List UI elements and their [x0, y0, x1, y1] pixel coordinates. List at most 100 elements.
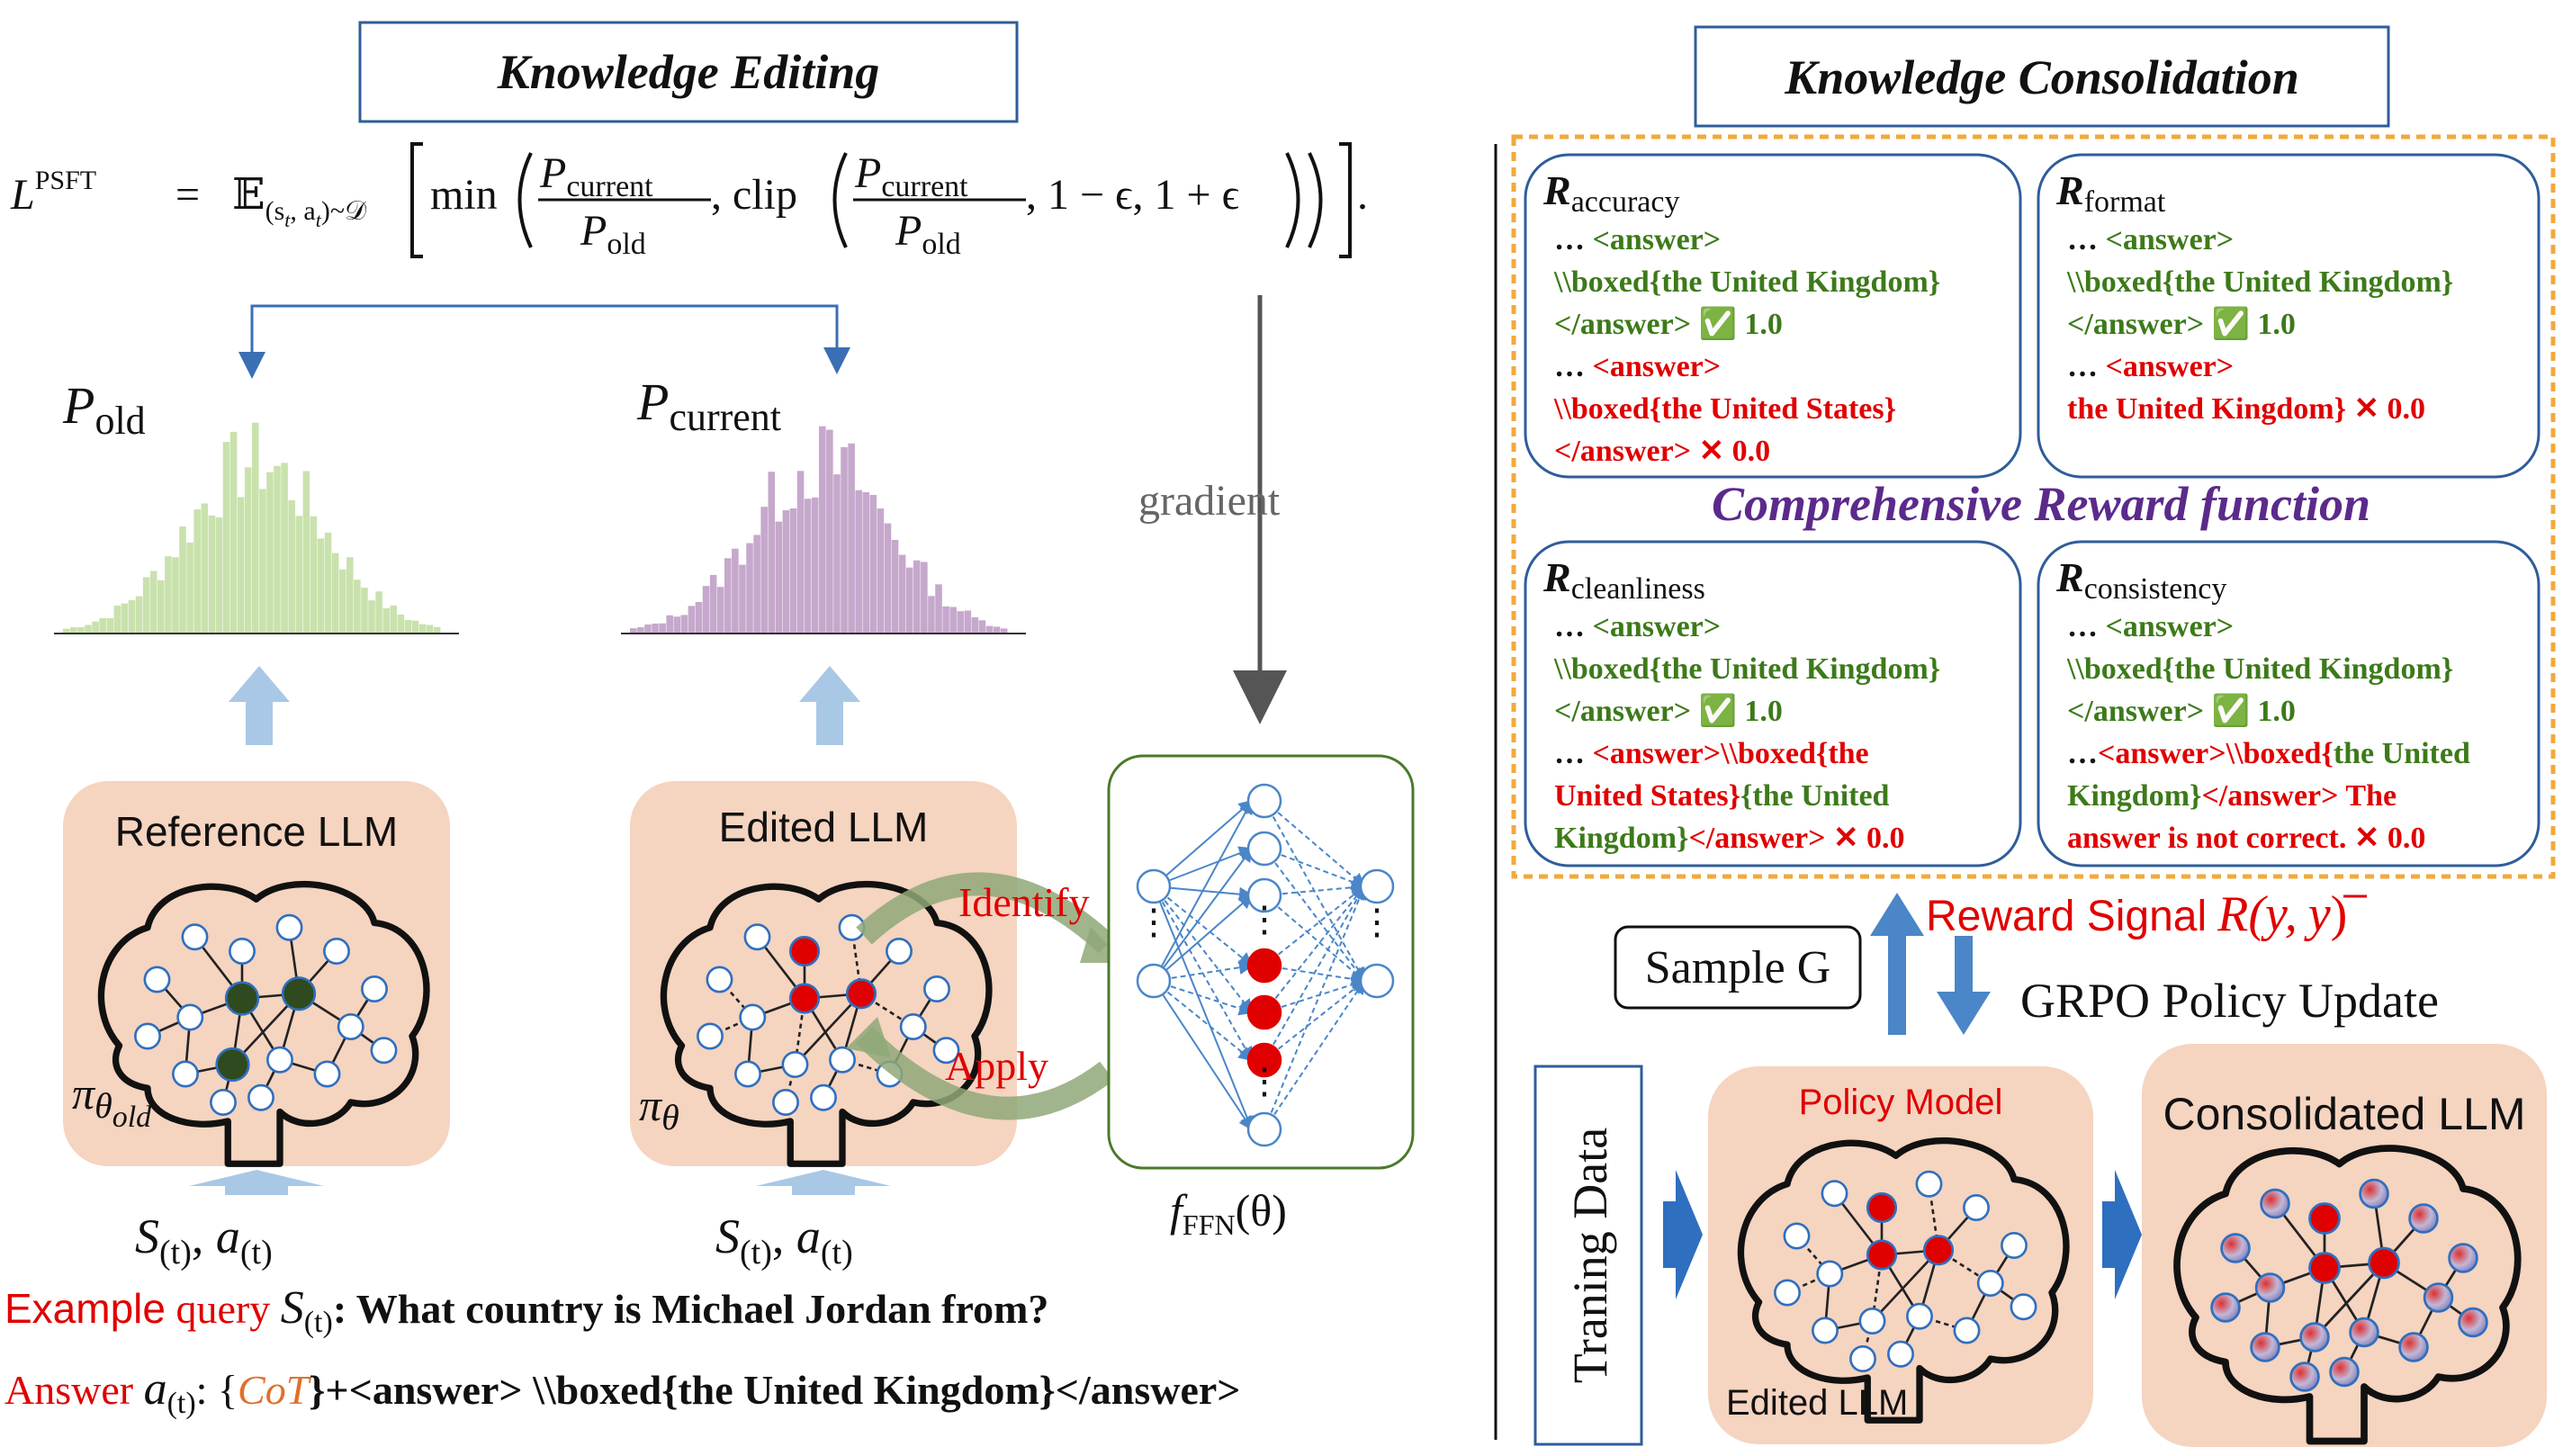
histogram-bar — [346, 557, 354, 633]
histogram-bar — [324, 532, 332, 633]
reward-box-line: </answer> ✅ 1.0 — [2067, 693, 2296, 728]
p-current-histogram — [630, 426, 1008, 633]
reward-box-title: Rconsistency — [2055, 554, 2226, 606]
brain-node — [739, 1003, 767, 1031]
policy-edited-llm-label: Edited LLM — [1726, 1383, 1908, 1423]
reward-box-line: … <answer> — [2067, 350, 2234, 383]
policy-brain-icon — [1737, 1137, 2070, 1424]
brain-node — [176, 1003, 204, 1031]
histogram-bar — [732, 548, 739, 633]
histogram-bar — [877, 508, 885, 633]
svg-text:, clip: , clip — [711, 171, 797, 219]
brain-node — [215, 1047, 250, 1083]
histogram-bar — [63, 628, 70, 633]
histogram-bar — [760, 507, 768, 633]
consolidated-llm-panel — [2142, 1044, 2547, 1447]
histogram-bar — [85, 625, 92, 633]
histogram-bar — [70, 627, 77, 633]
edited-brain-icon — [660, 880, 993, 1167]
brain-node — [2001, 1232, 2028, 1259]
apply-label: Apply — [945, 1043, 1048, 1089]
gradient-label: gradient — [1138, 477, 1281, 525]
histogram-bar — [252, 422, 259, 633]
training-data-box — [1533, 1065, 1643, 1446]
histogram-bar — [338, 569, 346, 633]
p-old-label: Pold — [62, 376, 146, 443]
brain-node — [2458, 1307, 2488, 1338]
brain-node — [361, 975, 388, 1002]
histogram-bar — [281, 463, 288, 633]
brain-node — [1963, 1194, 1990, 1221]
brain-node — [845, 978, 877, 1010]
brain-node — [143, 966, 171, 993]
reward-box-title: Rformat — [2055, 167, 2166, 219]
histogram-bar — [666, 615, 673, 633]
brain-node — [2423, 1282, 2454, 1313]
reward-box-line: … <answer> — [2067, 223, 2234, 256]
histogram-bar — [222, 442, 230, 633]
brain-node — [2329, 1356, 2360, 1388]
histogram-bar — [739, 564, 746, 633]
ffn-edited-node — [1246, 994, 1282, 1030]
histogram-bar — [121, 603, 129, 633]
histogram-bar — [993, 626, 1001, 633]
pi-label: πθ — [639, 1080, 679, 1137]
histogram-bar — [709, 574, 717, 633]
histogram-bar — [317, 538, 325, 633]
brain-node — [2299, 1322, 2330, 1353]
histogram-bar — [978, 620, 986, 633]
reward-box-line: </answer> ✅ 1.0 — [1554, 693, 1783, 728]
brain-node — [1953, 1317, 1981, 1344]
training-data-label: Traning Data — [1563, 1128, 1617, 1384]
brain-node — [275, 913, 303, 941]
reward-box-format: Rformat … <answer> \\boxed{the United King… — [2037, 153, 2541, 479]
reward-function-title: Comprehensive Reward function — [1712, 477, 2370, 531]
brain-node — [899, 1013, 927, 1040]
histogram-bar — [789, 508, 797, 633]
svg-text:⋮: ⋮ — [1246, 1061, 1282, 1101]
histogram-bar — [404, 620, 412, 633]
reward-box-line: … <answer> — [1554, 610, 1721, 643]
svg-text:, 1 − ϵ, 1 + ϵ: , 1 − ϵ, 1 + ϵ — [1026, 171, 1239, 219]
histogram-bar — [331, 553, 339, 633]
example-query: Example query S(t): What country is Mich… — [4, 1282, 1048, 1339]
brain-node — [2250, 1332, 2280, 1362]
histogram-bar — [106, 617, 114, 633]
histogram-bar — [637, 627, 644, 633]
histogram-bar — [295, 516, 303, 633]
brain-node — [172, 1060, 199, 1088]
histogram-bar — [905, 567, 913, 633]
svg-text:⋮: ⋮ — [1359, 902, 1395, 942]
brain-node — [1866, 1191, 1898, 1224]
histogram-bar — [433, 626, 441, 633]
histogram-bar — [716, 587, 724, 633]
reward-box-consistency: Rconsistency… <answer>\\boxed{the United… — [2037, 540, 2541, 867]
brain-node — [1906, 1302, 1933, 1330]
histogram-bar — [753, 535, 760, 633]
histogram-bar — [229, 431, 238, 633]
histogram-bar — [382, 608, 390, 633]
brain-node — [210, 1089, 237, 1116]
apply-arrow — [855, 1026, 1114, 1120]
reward-box-line: … <answer> — [1554, 350, 1721, 383]
histogram-bar — [921, 562, 928, 633]
brain-node — [229, 938, 256, 965]
reward-box-line: \\boxed{the United Kingdom} — [2066, 265, 2453, 299]
histogram-bar — [99, 617, 106, 633]
svg-text:Pcurrent: Pcurrent — [539, 149, 653, 203]
consolidated-brain-icon — [2173, 1145, 2522, 1445]
reference-brain-icon — [97, 880, 430, 1167]
brain-node — [886, 938, 913, 965]
reward-box-line: Kingdom}</answer> ✕ 0.0 — [1554, 822, 1905, 855]
knowledge-consolidation-title: Knowledge Consolidation — [1784, 50, 2299, 104]
brain-node — [1976, 1270, 2004, 1297]
histogram-bar — [841, 446, 848, 633]
brain-node — [2010, 1293, 2037, 1321]
svg-text:Pcurrent: Pcurrent — [854, 149, 968, 203]
histogram-bar — [869, 495, 877, 633]
svg-text:min: min — [430, 171, 498, 219]
ffn-node — [1246, 831, 1282, 867]
brain-node — [706, 966, 733, 993]
brain-node — [1858, 1308, 1886, 1335]
histogram-bar — [1000, 628, 1008, 633]
